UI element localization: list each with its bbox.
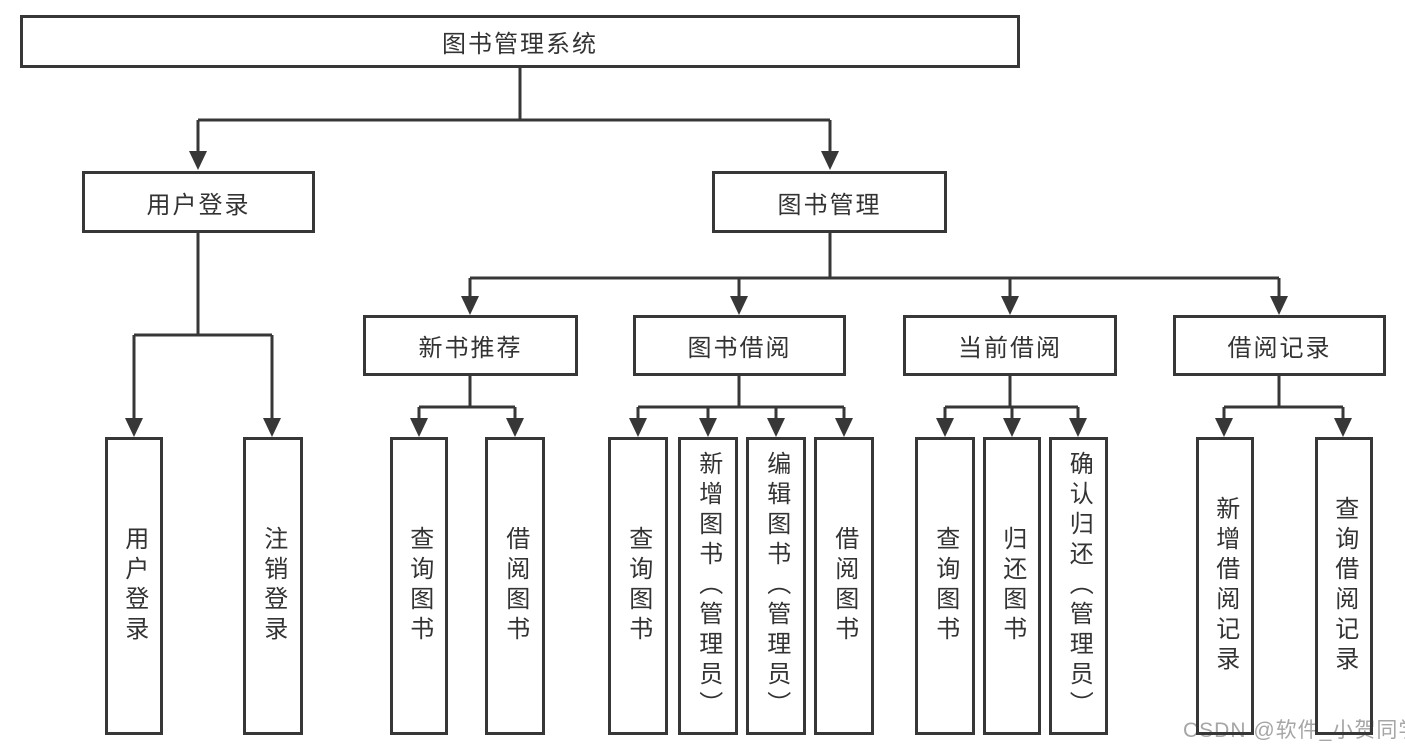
node-user-login: 用户登录	[82, 171, 315, 233]
leaf-user-login: 用户登录	[105, 437, 163, 735]
leaf-add-books-admin: 新增图书（管理员）	[678, 437, 738, 735]
leaf-add-borrow-record: 新增借阅记录	[1196, 437, 1254, 735]
leaf-query-books-current: 查询图书	[915, 437, 975, 735]
leaf-borrow-books-recommend: 借阅图书	[485, 437, 545, 735]
leaf-edit-books-admin: 编辑图书（管理员）	[746, 437, 806, 735]
leaf-query-books-borrowing-label: 查询图书	[624, 526, 652, 646]
leaf-return-books-label: 归还图书	[998, 526, 1026, 646]
leaf-confirm-return-admin: 确认归还（管理员）	[1049, 437, 1108, 735]
node-new-book-recommend-label: 新书推荐	[418, 335, 523, 362]
leaf-query-borrow-record: 查询借阅记录	[1315, 437, 1373, 735]
leaf-confirm-return-admin-label: 确认归还（管理员）	[1065, 451, 1093, 721]
leaf-borrow-books-borrowing: 借阅图书	[814, 437, 874, 735]
leaf-add-books-admin-label: 新增图书（管理员）	[694, 451, 722, 721]
leaf-query-books-recommend-label: 查询图书	[405, 526, 433, 646]
node-borrowing-records: 借阅记录	[1173, 315, 1386, 376]
node-book-borrowing: 图书借阅	[633, 315, 846, 376]
leaf-query-books-borrowing: 查询图书	[608, 437, 668, 735]
leaf-add-borrow-record-label: 新增借阅记录	[1211, 496, 1239, 676]
node-book-management-label: 图书管理	[777, 191, 882, 219]
leaf-query-books-current-label: 查询图书	[931, 526, 959, 646]
leaf-query-borrow-record-label: 查询借阅记录	[1330, 496, 1358, 676]
leaf-query-books-recommend: 查询图书	[390, 437, 448, 735]
leaf-logout-label: 注销登录	[259, 526, 287, 646]
node-book-management: 图书管理	[712, 171, 947, 233]
leaf-edit-books-admin-label: 编辑图书（管理员）	[762, 451, 790, 721]
node-root-label: 图书管理系统	[442, 31, 598, 58]
leaf-borrow-books-recommend-label: 借阅图书	[501, 526, 529, 646]
watermark: CSDN @软件_小贺同学	[1183, 719, 1405, 742]
leaf-logout: 注销登录	[243, 437, 303, 735]
leaf-return-books: 归还图书	[983, 437, 1041, 735]
node-current-borrowing-label: 当前借阅	[958, 335, 1062, 362]
node-book-borrowing-label: 图书借阅	[687, 335, 792, 362]
leaf-borrow-books-borrowing-label: 借阅图书	[830, 526, 858, 646]
arrowheads	[125, 151, 1352, 437]
node-root: 图书管理系统	[20, 15, 1020, 68]
leaf-user-login-label: 用户登录	[120, 526, 148, 646]
node-borrowing-records-label: 借阅记录	[1227, 335, 1332, 362]
node-new-book-recommend: 新书推荐	[363, 315, 578, 376]
node-current-borrowing: 当前借阅	[903, 315, 1117, 376]
node-user-login-label: 用户登录	[146, 191, 251, 219]
